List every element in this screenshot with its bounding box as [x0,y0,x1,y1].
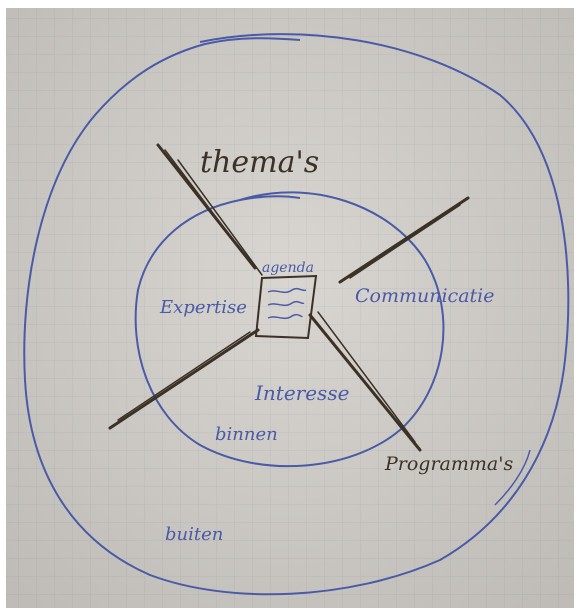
label-interesse: Interesse [254,381,349,405]
document-icon [254,274,318,340]
label-binnen: binnen [215,424,278,445]
label-buiten: buiten [165,524,223,545]
label-programmas: Programma's [384,453,513,475]
label-themas: thema's [200,145,319,180]
inner-circle [134,191,445,468]
outer-circle [23,33,570,596]
diagonal-strokes [108,143,470,452]
label-agenda: agenda [262,260,314,276]
label-expertise: Expertise [159,297,247,318]
label-communicatie: Communicatie [355,285,495,307]
